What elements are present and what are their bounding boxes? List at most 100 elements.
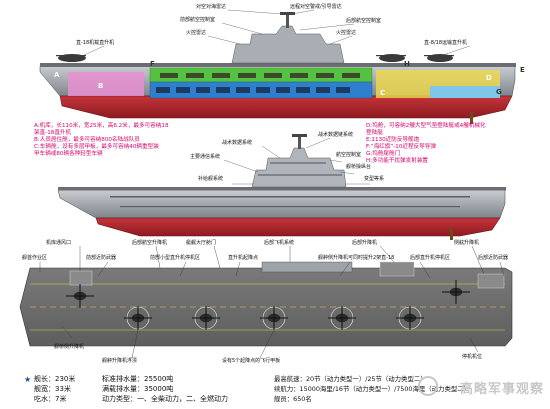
deck-side-elevator <box>477 273 505 289</box>
side-profile-view: 战术数据系统 战术数据链系统 主要通信系统 航空控制室 舰桥操纵台 变型等系 补… <box>57 131 506 240</box>
cutaway-hull-lower <box>59 95 513 119</box>
footer-star-icon: ★ <box>24 375 32 384</box>
zone-letters: A B C D E F G H <box>54 60 525 97</box>
flight-deck-view: 机库通风口 后部航空升降机 艇艉大厅舱门 后部飞机系统 后部升降机 侧舷升降机 … <box>19 239 513 364</box>
label-mid-combat: 战术数据系统 <box>222 139 252 146</box>
deck-island <box>261 261 353 273</box>
label-deck-rear-heli: 后部直升机停机区 <box>410 254 450 261</box>
note-b: B:人员居住舱，最多可容纳800名陆战队员 <box>34 135 140 143</box>
label-mid-radar-sys: 战术数据链系统 <box>318 131 353 138</box>
cutaway-island <box>231 25 345 64</box>
cutaway-view: A B C D E F G H 对空对海雷达 远程对空警戒/引导雷达 前部航空控… <box>39 3 525 124</box>
cutaway-radar-top <box>280 12 295 15</box>
label-deck-land-spot: 直升机起降点 <box>228 254 258 261</box>
cutaway-flight-deck <box>40 63 516 67</box>
label-deck-rear-lift: 后部航空升降机 <box>132 239 167 246</box>
zone-a-hangar <box>149 67 373 83</box>
note-c2: 甲车辆或80辆各种轻型车辆 <box>34 149 103 157</box>
label-deck-side-elev: 侧舷升降机 <box>454 239 479 246</box>
label-mid-aux: 补给舰系统 <box>198 175 223 182</box>
profile-island <box>251 147 347 188</box>
profile-mast <box>298 136 301 149</box>
note-d: D:坞舱，可容纳2艘大型气垫登陆艇或4艘机械化 <box>366 121 486 129</box>
label-mid-nav: 航空控制室 <box>336 151 361 158</box>
note-a2: 架直-18直升机 <box>34 128 72 136</box>
label-mid-change: 变型等系 <box>364 175 384 182</box>
label-top-aircraft-radar: 远程对空警戒/引导雷达 <box>290 3 342 10</box>
profile-deck <box>58 187 506 191</box>
deck-callout-lines <box>39 245 505 359</box>
profile-hull-grey <box>57 189 506 219</box>
label-deck-fwd-weapon: 前部近防武器 <box>86 254 116 261</box>
spec-col-perf: 最高航速：20节（动力类型一）/25节（动力类型二） 续航力：15000海里/1… <box>274 374 470 404</box>
deck-rear-elevator <box>379 261 415 277</box>
zone-letter-d: D <box>486 74 492 82</box>
note-d2: 登陆艇 <box>366 128 383 136</box>
deck-guide-lines <box>30 283 505 331</box>
spec-col-dims: 舰长：230米 舰宽：33米 吃水：7米 <box>34 374 75 404</box>
spec-footer: ★ 舰长：230米 舰宽：33米 吃水：7米 标准排水量：25500吨 满载排水… <box>0 372 550 405</box>
note-c: C:车辆舱，设有多层甲板，最多可容纳40辆重型装 <box>34 142 159 150</box>
label-top-fire-radar2: 火控雷达 <box>336 29 356 36</box>
note-e: E:1130近防反导舰炮 <box>366 135 420 143</box>
note-a: A:机库，长110米，宽25米，高6.2米，最多可容纳18 <box>34 121 169 129</box>
label-deck-fwd-area: 舰首作业区 <box>22 254 47 261</box>
spec-length: 舰长：230米 <box>34 375 76 383</box>
label-top-fire-radar: 火控雷达 <box>186 29 206 36</box>
profile-portholes <box>110 196 470 208</box>
label-deck-rear-weapon: 后部近防武器 <box>478 254 508 261</box>
profile-rudder <box>450 228 453 240</box>
label-deck-lift-area: 机库通风口 <box>46 239 71 246</box>
label-mid-main-comm: 主要通信系统 <box>190 153 220 160</box>
deck-helicopters <box>66 280 470 330</box>
profile-callout-lines <box>223 137 370 185</box>
label-deck-heli-mark: 后部飞机系统 <box>264 239 294 246</box>
deck-fwd-elevator <box>69 270 93 286</box>
spec-speed: 最高航速：20节（动力类型一）/25节（动力类型二） <box>274 375 427 383</box>
zone-b-quarters <box>68 72 144 96</box>
profile-hull-red <box>95 217 501 237</box>
profile-windows <box>258 162 342 176</box>
spec-std-disp: 标准排水量：25500吨 <box>102 375 174 383</box>
zone-letter-b: B <box>98 82 103 90</box>
label-deck-bottom-right: 停机机位 <box>462 353 482 360</box>
zone-letter-e: E <box>520 66 525 74</box>
spec-beam: 舰宽：33米 <box>34 385 71 393</box>
zone-d-well-dock <box>430 86 500 98</box>
cutaway-rudder <box>470 112 473 124</box>
zone-letter-g: G <box>496 88 502 96</box>
spec-full-disp: 满载排水量：35000吨 <box>102 385 174 393</box>
watermark: 高略军事观察 <box>459 382 544 397</box>
label-deck-bottom-left: 舰舯升降机浮漂 <box>102 357 137 364</box>
cutaway-mast <box>286 14 289 28</box>
spec-draft: 吃水：7米 <box>34 395 67 403</box>
spec-power: 动力类型：一、全柴动力，二、全燃动力 <box>102 395 228 403</box>
label-top-radar: 对空对海雷达 <box>196 3 226 10</box>
zone-letter-f: F <box>150 60 155 68</box>
vehicle-deck-tanks <box>156 87 350 93</box>
zone-letter-h: H <box>404 60 410 68</box>
label-deck-rear-elev: 后部升降机 <box>352 239 377 246</box>
notes-block: A:机库，长110米，宽25米，高6.2米，最多可容纳18 架直-18直升机 B… <box>34 121 486 164</box>
label-top-fwd-control: 前部航空控制室 <box>180 16 215 23</box>
watermark-logo-icon <box>418 376 438 396</box>
spec-crew: 舰员：650名 <box>274 395 312 403</box>
label-top-rear-control: 后部航空控制室 <box>346 17 381 24</box>
hangar-helicopters <box>160 73 360 78</box>
label-deck-bottom-mid: 设有5个起降点的飞行甲板 <box>222 357 280 364</box>
note-f: F:“海红旗”-10近程反导导弹 <box>366 142 436 150</box>
zone-letter-c: C <box>380 89 385 97</box>
spec-range: 续航力：15000海里/16节（动力类型一）/7500海里（动力类型二） <box>274 385 471 393</box>
label-deck-boat: 艇艉大厅舱门 <box>186 239 216 246</box>
label-mid-bridge: 舰桥操纵台 <box>346 163 371 170</box>
spec-col-disp: 标准排水量：25500吨 满载排水量：35000吨 动力类型：一、全柴动力，二、… <box>102 374 228 404</box>
zone-letter-a: A <box>54 71 60 79</box>
label-deck-fwd-heli: 前部小型直升机停机区 <box>150 254 200 261</box>
deck-helicopters-top <box>56 54 454 62</box>
label-deck-center-lift: 舰舯侧升降机可同时提升2架直-18 <box>318 254 394 261</box>
note-g: G:坞舱尾舱门 <box>366 149 401 157</box>
label-deck-left-side: 舰桥侧升降机 <box>54 343 84 350</box>
label-top-heli: 直-18机载直升机 <box>76 39 114 46</box>
